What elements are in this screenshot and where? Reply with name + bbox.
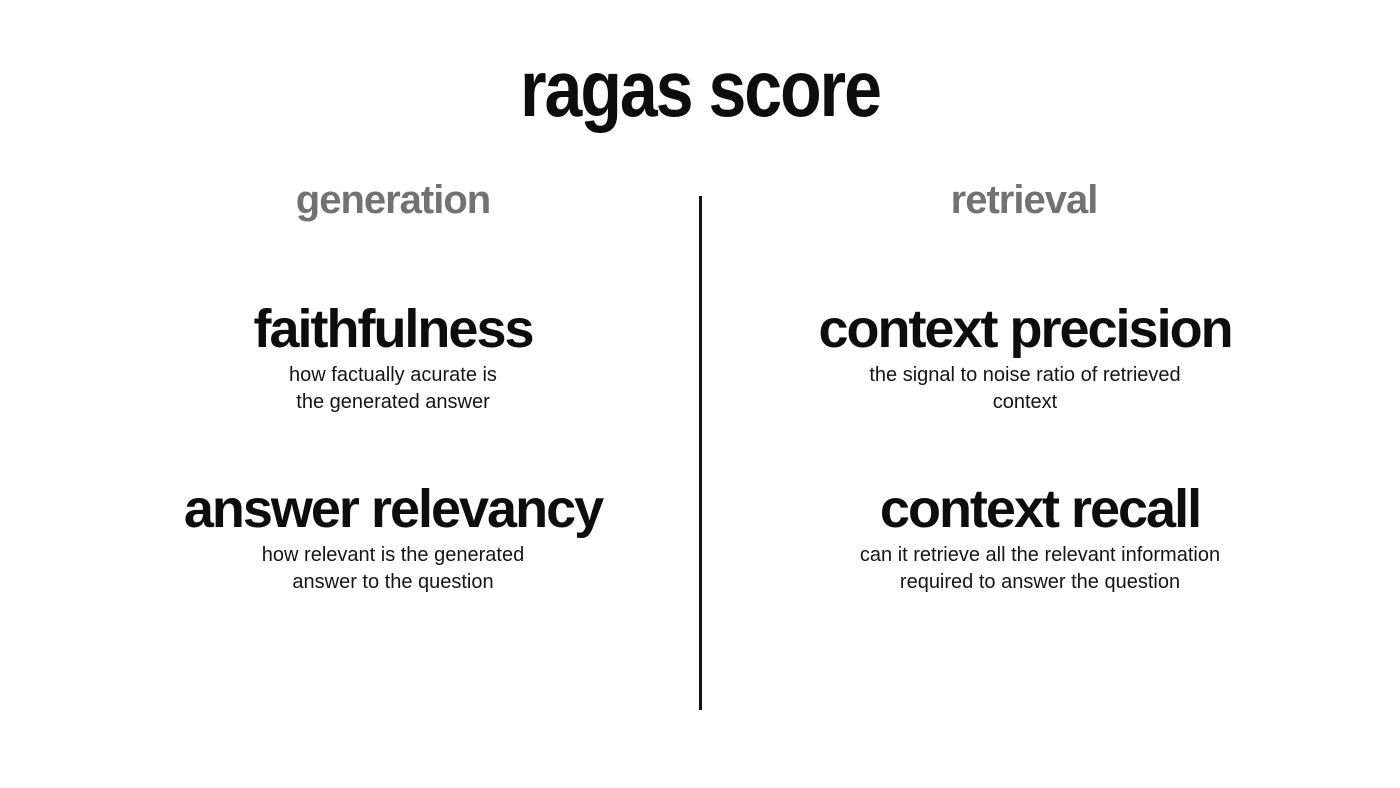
- column-header-retrieval: retrieval: [950, 178, 1099, 222]
- metric-context-recall: context recall can it retrieve all the r…: [860, 479, 1220, 596]
- metric-description-context-recall: can it retrieve all the relevant informa…: [860, 542, 1220, 596]
- metric-name-answer-relevancy: answer relevancy: [183, 479, 604, 539]
- metric-description-line: answer to the question: [292, 571, 494, 594]
- metric-description-line: can it retrieve all the relevant informa…: [859, 544, 1221, 567]
- metric-description-context-precision: the signal to noise ratio of retrieved c…: [818, 362, 1231, 416]
- page-title: ragas score: [520, 44, 882, 134]
- metric-context-precision: context precision the signal to noise ra…: [818, 299, 1233, 416]
- metric-name-faithfulness: faithfulness: [253, 299, 534, 359]
- metric-name-context-recall: context recall: [879, 479, 1202, 539]
- metric-description-faithfulness: how factually acurate is the generated a…: [253, 362, 532, 416]
- metric-description-line: required to answer the question: [899, 571, 1181, 594]
- metric-faithfulness: faithfulness how factually acurate is th…: [253, 299, 534, 416]
- metric-description-line: how factually acurate is: [289, 364, 497, 387]
- metric-answer-relevancy: answer relevancy how relevant is the gen…: [183, 479, 604, 596]
- column-divider: [699, 196, 702, 710]
- column-header-generation: generation: [295, 178, 491, 222]
- metric-description-line: context: [992, 391, 1058, 414]
- metric-description-line: how relevant is the generated: [261, 544, 525, 567]
- metric-name-context-precision: context precision: [818, 299, 1233, 359]
- metric-description-line: the generated answer: [296, 391, 490, 414]
- metric-description-line: the signal to noise ratio of retrieved: [869, 364, 1181, 387]
- metric-description-answer-relevancy: how relevant is the generated answer to …: [184, 542, 602, 596]
